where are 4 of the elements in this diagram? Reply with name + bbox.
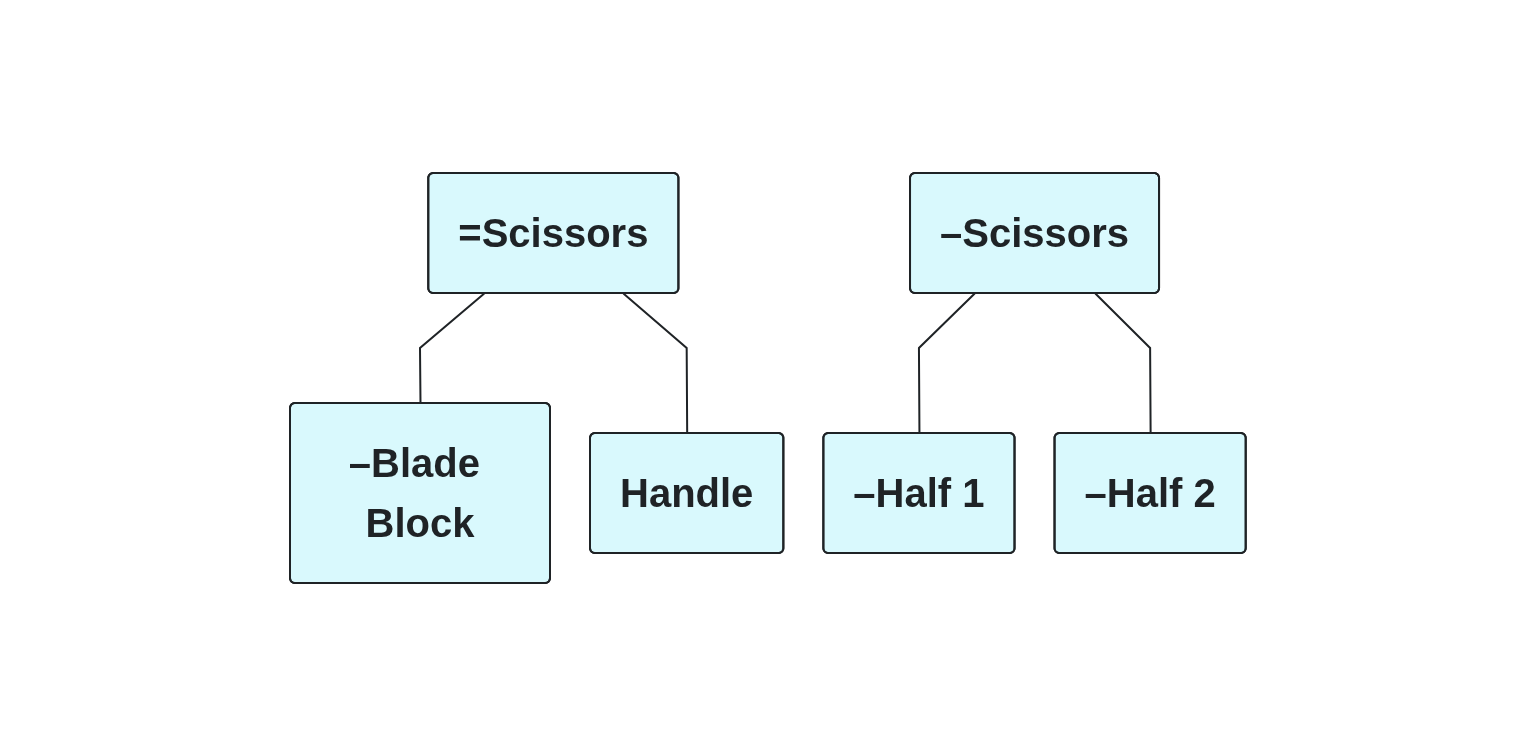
connector [918, 292, 976, 434]
connector [419, 292, 486, 404]
connector [1094, 292, 1152, 434]
connector [622, 292, 689, 434]
